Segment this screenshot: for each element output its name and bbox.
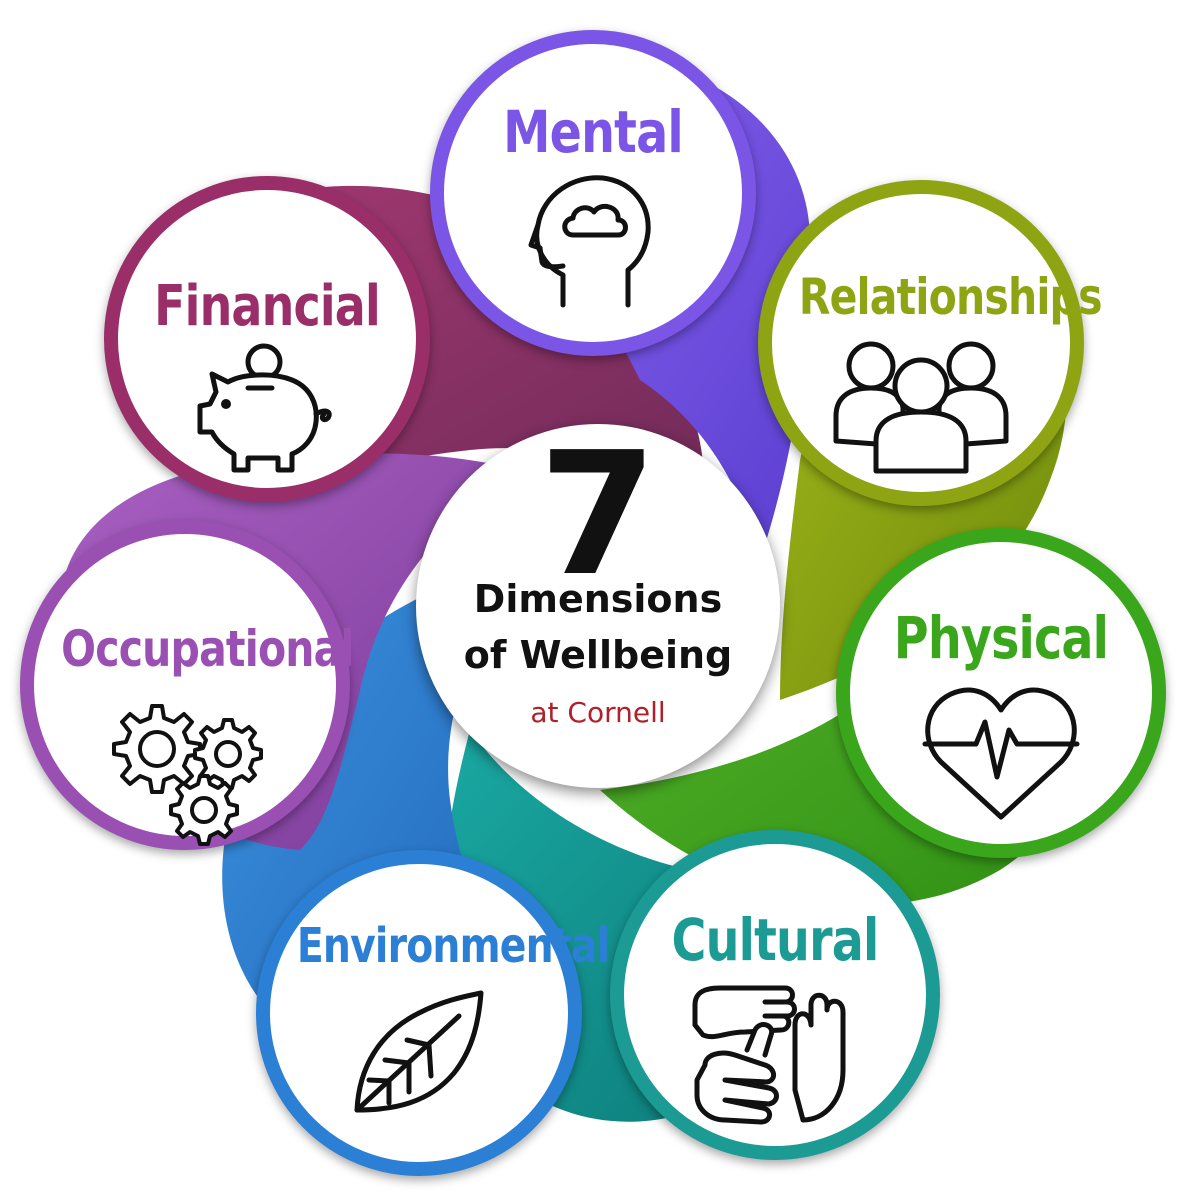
dimension-label-occupational: Occupational bbox=[61, 620, 354, 678]
circle-environmental: Environmental bbox=[256, 850, 610, 1176]
dimension-label-relationships: Relationships bbox=[798, 268, 1103, 326]
dimension-label-physical: Physical bbox=[893, 604, 1109, 672]
circle-cultural: Cultural bbox=[610, 830, 940, 1160]
circle-relationships: Relationships bbox=[758, 180, 1103, 506]
dimension-label-mental: Mental bbox=[503, 98, 683, 166]
center-number: 7 bbox=[538, 416, 658, 614]
gears-icon bbox=[112, 704, 263, 846]
circle-financial: Financial bbox=[104, 176, 430, 502]
dimension-label-cultural: Cultural bbox=[671, 906, 880, 974]
hands-icon bbox=[692, 985, 846, 1125]
center-title-line1: Dimensions bbox=[473, 577, 723, 621]
circle-physical: Physical bbox=[836, 528, 1166, 858]
center-subtitle: at Cornell bbox=[530, 696, 666, 729]
leaf-icon bbox=[354, 990, 484, 1113]
people-group-icon bbox=[833, 341, 1009, 474]
circle-mental: Mental bbox=[430, 30, 756, 356]
head-cloud-icon bbox=[528, 175, 651, 308]
dimension-label-financial: Financial bbox=[154, 274, 381, 339]
center-circle: 7 Dimensions of Wellbeing at Cornell bbox=[416, 424, 780, 788]
dimension-label-environmental: Environmental bbox=[296, 918, 610, 974]
circle-occupational: Occupational bbox=[20, 520, 355, 850]
heart-pulse-icon bbox=[922, 687, 1080, 820]
center-title-line2: of Wellbeing bbox=[463, 633, 733, 677]
piggy-bank-icon bbox=[197, 343, 332, 473]
